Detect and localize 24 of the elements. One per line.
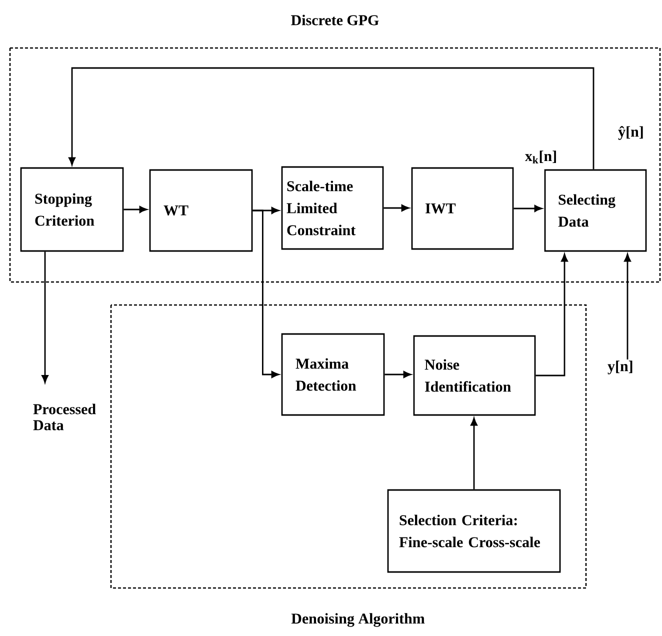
edge-label: ŷ[n]: [618, 126, 643, 140]
process-box: WT: [149, 169, 253, 252]
process-box: IWT: [411, 167, 514, 250]
signal-label: y[n]: [608, 360, 632, 374]
arrow: [536, 254, 568, 376]
edge-label: x$_{k}$[n]: [524, 150, 556, 164]
process-box: Scale-time Limited Constraint: [281, 166, 384, 250]
arrow: [384, 204, 410, 212]
arrow: [124, 206, 148, 213]
arrow: [470, 418, 478, 490]
arrow: [252, 210, 280, 378]
process-box: Selecting Data: [544, 169, 647, 252]
arrow: [42, 252, 48, 383]
arrow: [384, 371, 412, 378]
arrow: [68, 67, 594, 170]
process-box: Stopping Criterion: [20, 167, 124, 252]
process-box: Maxima Detection: [281, 333, 385, 416]
process-box: Selection Criteria: Fine-scale Cross-scale: [387, 489, 561, 573]
process-box: Noise Identification: [413, 335, 536, 416]
group-title: Denoising Algorithm: [291, 613, 425, 627]
signal-label: Processed Data: [33, 404, 96, 430]
arrow: [624, 254, 631, 360]
arrow: [514, 205, 542, 212]
group-title: Discrete GPG: [291, 14, 379, 26]
